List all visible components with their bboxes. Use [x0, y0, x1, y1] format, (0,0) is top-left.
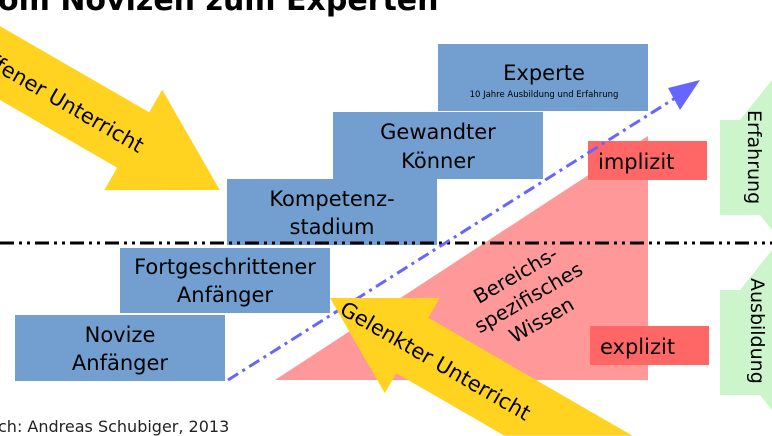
source-caption: ch: Andreas Schubiger, 2013: [0, 417, 229, 436]
stage-line2: Anfänger: [72, 351, 168, 375]
stage-line1: Gewandter: [380, 120, 496, 144]
stage-line1: Kompetenz-: [269, 187, 394, 211]
stage-line1: Fortgeschrittener: [134, 255, 316, 279]
experience-arrow: [720, 80, 772, 230]
training-label: Ausbildung: [746, 278, 768, 384]
stage-fortgeschritten: Fortgeschrittener Anfänger: [120, 248, 330, 313]
stage-line1: Novize: [85, 323, 156, 347]
stage-line2: 10 Jahre Ausbildung und Erfahrung: [470, 90, 619, 100]
stage-line2: stadium: [290, 215, 375, 239]
stage-gewandt: Gewandter Könner: [333, 112, 543, 179]
stage-line2: Könner: [401, 149, 475, 173]
implicit-label: implizit: [598, 150, 674, 174]
explicit-box: [590, 326, 709, 365]
stage-novize: Novize Anfänger: [15, 315, 225, 381]
training-arrow: [720, 250, 772, 410]
progression-arrowhead-icon: [668, 80, 700, 110]
stage-experte: Experte 10 Jahre Ausbildung und Erfahrun…: [438, 44, 648, 111]
progression-line: [227, 93, 681, 382]
explicit-label: explizit: [600, 335, 675, 359]
stage-kompetenz: Kompetenz- stadium: [227, 179, 437, 245]
experience-label: Erfahrung: [743, 110, 765, 204]
implicit-box: [588, 141, 707, 180]
page-title: om Novizen zum Experten: [0, 0, 439, 18]
stage-line1: Experte: [503, 61, 585, 85]
stage-line2: Anfänger: [177, 283, 273, 307]
open-teaching-arrow: Offener Unterricht: [0, 12, 220, 191]
